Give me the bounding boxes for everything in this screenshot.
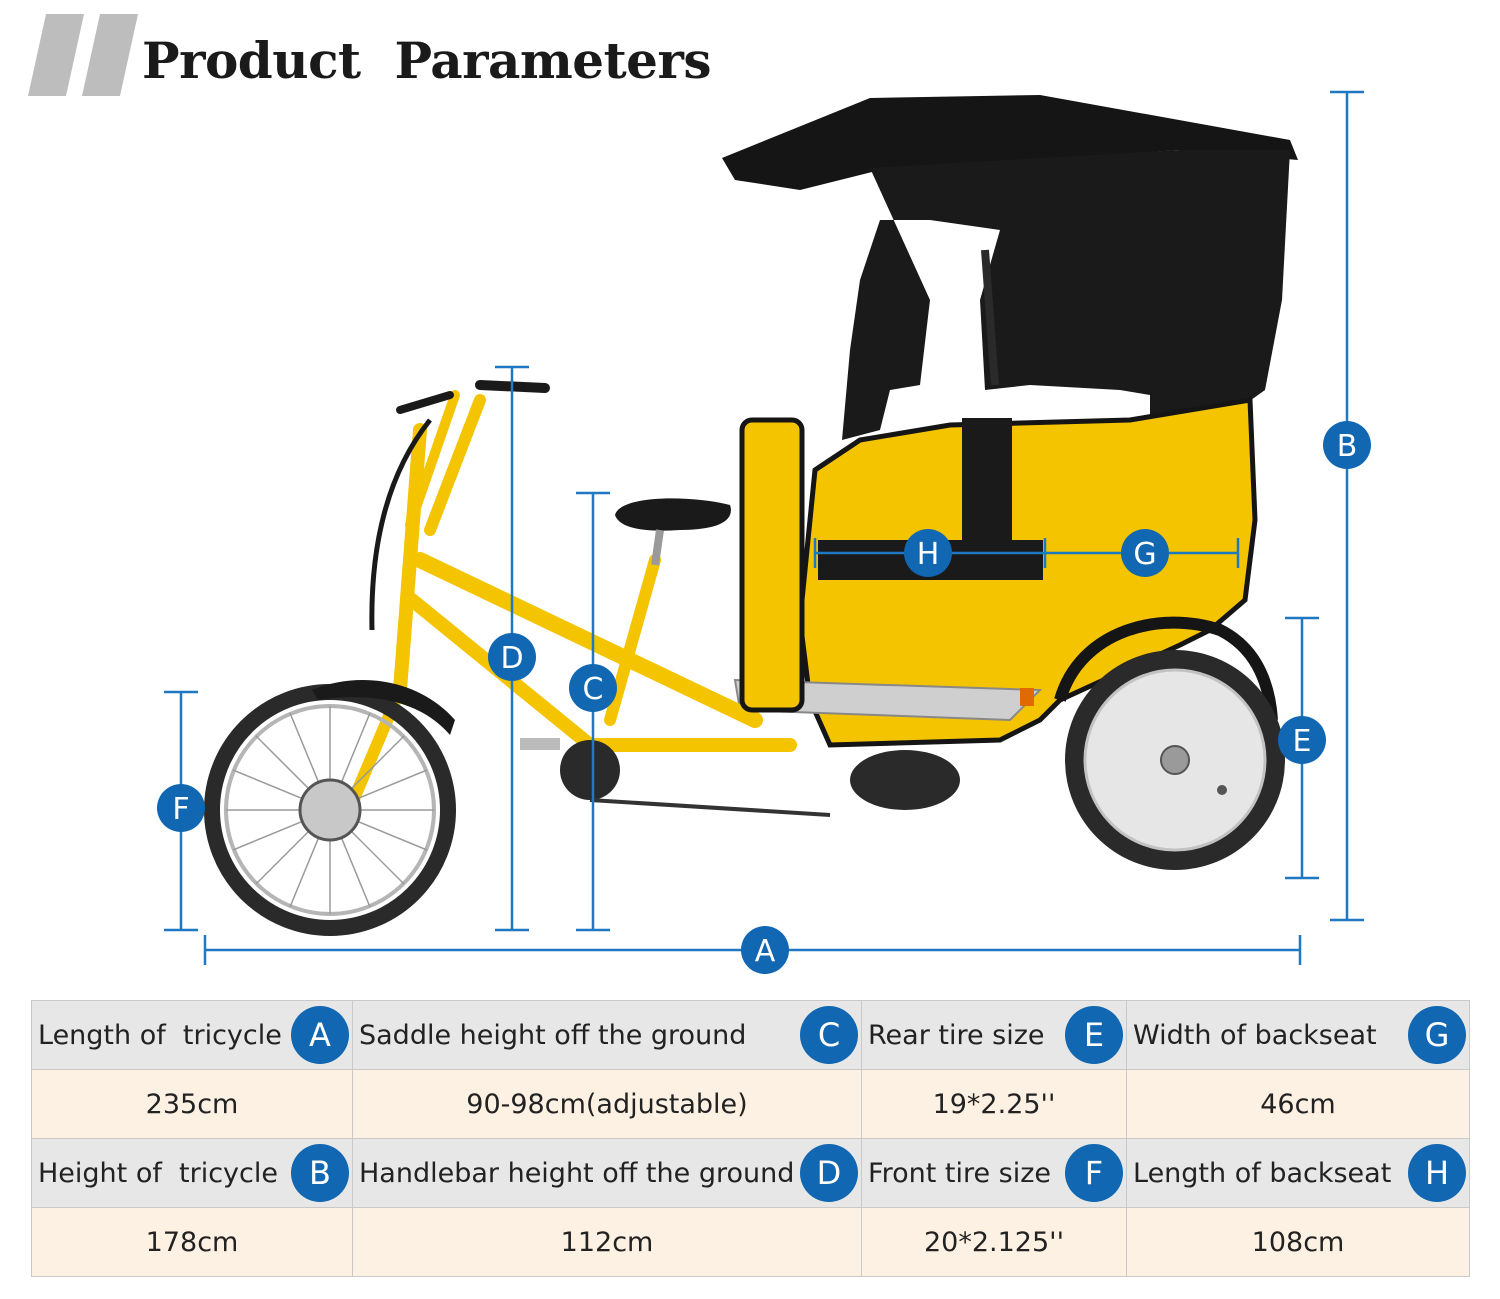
dimension-label-G: G — [1121, 529, 1169, 577]
param-badge-H: H — [1408, 1144, 1466, 1202]
param-label-length: Length of tricycle — [38, 1019, 282, 1051]
param-label-backseat-length: Length of backseat — [1133, 1157, 1392, 1189]
param-value-front-tire: 20*2.125'' — [861, 1207, 1127, 1277]
svg-text:F: F — [172, 792, 189, 827]
page-title: Product Parameters — [142, 31, 711, 90]
rear-wheel — [850, 616, 1285, 870]
svg-text:E: E — [1293, 724, 1312, 759]
dimension-label-F: F — [157, 784, 205, 832]
param-badge-G: G — [1408, 1006, 1466, 1064]
front-wheel — [204, 680, 456, 936]
param-label-backseat-width: Width of backseat — [1133, 1019, 1377, 1051]
param-label-height: Height of tricycle — [38, 1157, 278, 1189]
svg-text:D: D — [500, 641, 523, 676]
tricycle-dimension-diagram: A B C D E F G H — [157, 90, 1371, 974]
dimension-label-H: H — [904, 529, 952, 577]
param-value-rear-tire: 19*2.25'' — [861, 1069, 1127, 1139]
table-header-row: Height of tricycle B Handlebar height off… — [31, 1138, 1470, 1208]
dimension-label-C: C — [569, 664, 617, 712]
table-header-row: Length of tricycle A Saddle height off th… — [31, 1000, 1470, 1070]
param-badge-A: A — [291, 1006, 349, 1064]
dimension-label-E: E — [1278, 716, 1326, 764]
table-value-row: 235cm 90-98cm(adjustable) 19*2.25'' 46cm — [31, 1069, 1470, 1139]
param-badge-F: F — [1065, 1144, 1123, 1202]
svg-text:G: G — [1133, 537, 1156, 572]
param-badge-C: C — [800, 1006, 858, 1064]
parameters-table: Length of tricycle A Saddle height off th… — [31, 1000, 1470, 1277]
dimension-label-D: D — [488, 633, 536, 681]
svg-text:C: C — [583, 672, 604, 707]
title-decoration-slashes — [28, 14, 138, 96]
param-badge-E: E — [1065, 1006, 1123, 1064]
param-label-front-tire: Front tire size — [868, 1157, 1052, 1189]
param-badge-D: D — [800, 1144, 858, 1202]
crankset — [560, 740, 620, 800]
table-value-row: 178cm 112cm 20*2.125'' 108cm — [31, 1207, 1470, 1277]
saddle — [615, 498, 731, 531]
param-value-saddle-height: 90-98cm(adjustable) — [352, 1069, 862, 1139]
param-value-handlebar-height: 112cm — [352, 1207, 862, 1277]
param-value-height: 178cm — [31, 1207, 353, 1277]
svg-text:B: B — [1337, 429, 1358, 464]
dimension-label-B: B — [1323, 421, 1371, 469]
svg-text:A: A — [755, 934, 776, 969]
param-value-backseat-width: 46cm — [1126, 1069, 1470, 1139]
canopy — [722, 95, 1298, 440]
param-value-length: 235cm — [31, 1069, 353, 1139]
param-badge-B: B — [291, 1144, 349, 1202]
param-value-backseat-length: 108cm — [1126, 1207, 1470, 1277]
param-label-saddle-height: Saddle height off the ground — [359, 1019, 747, 1051]
dimension-label-A: A — [741, 926, 789, 974]
driver-backrest — [739, 417, 805, 713]
param-label-rear-tire: Rear tire size — [868, 1019, 1045, 1051]
param-label-handlebar-height: Handlebar height off the ground — [359, 1157, 795, 1189]
svg-text:H: H — [917, 537, 940, 572]
